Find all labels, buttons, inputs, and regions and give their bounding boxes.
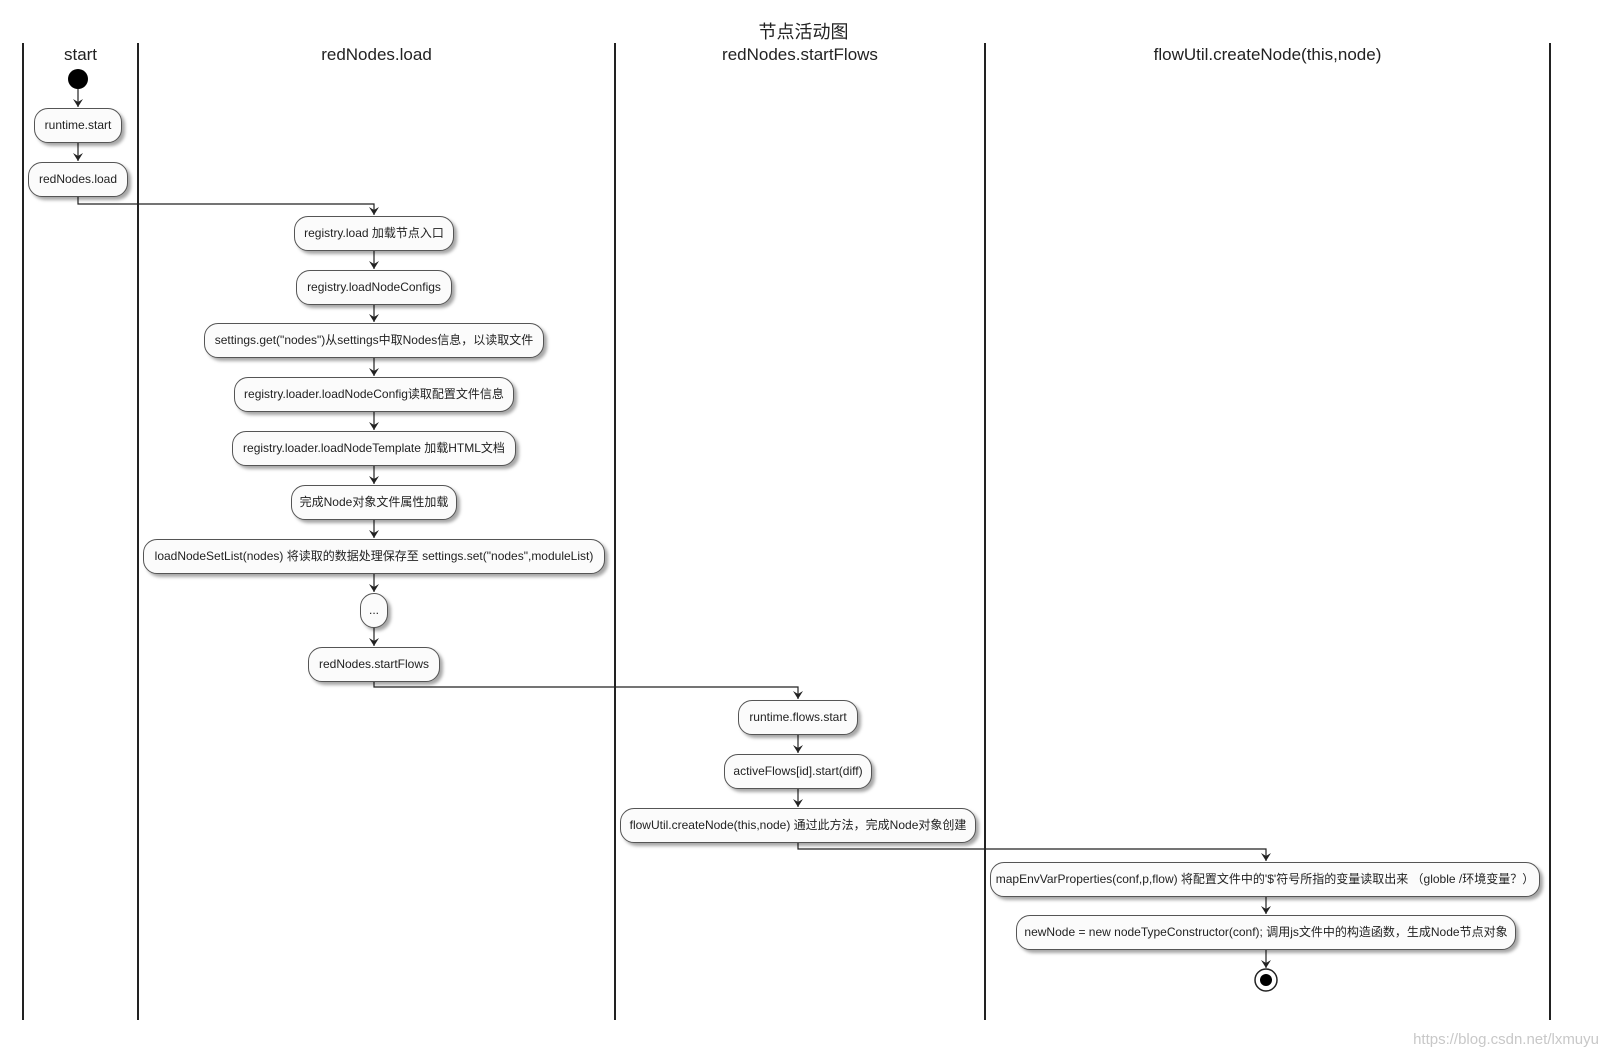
lane-border-right — [1549, 43, 1551, 1020]
activity-load-node-template: registry.loader.loadNodeTemplate 加载HTML文… — [232, 431, 516, 466]
start-node — [68, 69, 88, 89]
lane-header-rednodes-load: redNodes.load — [321, 45, 432, 64]
lane-header-rednodes-startflows: redNodes.startFlows — [722, 45, 878, 64]
watermark-text: https://blog.csdn.net/lxmuyu — [1413, 1031, 1599, 1048]
end-node-core — [1260, 974, 1272, 986]
activity-rednodes-start-flows: redNodes.startFlows — [308, 647, 440, 682]
lane-border-left — [22, 43, 24, 1020]
activity-settings-get: settings.get("nodes")从settings中取Nodes信息，… — [204, 323, 544, 358]
activity-node-props-loaded: 完成Node对象文件属性加载 — [291, 485, 457, 520]
activity-flowutil-create-node: flowUtil.createNode(this,node) 通过此方法，完成N… — [620, 808, 976, 843]
activity-load-node-set-list: loadNodeSetList(nodes) 将读取的数据处理保存至 setti… — [143, 539, 605, 574]
lane-border-3 — [984, 43, 986, 1020]
activity-active-flows-start: activeFlows[id].start(diff) — [724, 754, 872, 789]
activity-new-node: newNode = new nodeTypeConstructor(conf);… — [1016, 915, 1516, 950]
activity-runtime-flows-start: runtime.flows.start — [738, 700, 858, 735]
lane-border-2 — [614, 43, 616, 1020]
activity-load-node-config: registry.loader.loadNodeConfig读取配置文件信息 — [234, 377, 514, 412]
lane-header-flowutil-createnode: flowUtil.createNode(this,node) — [1153, 45, 1382, 64]
activity-runtime-start: runtime.start — [34, 108, 122, 143]
diagram-title: 节点活动图 — [758, 22, 849, 43]
activity-rednodes-load: redNodes.load — [28, 162, 128, 197]
activity-map-env-var-properties: mapEnvVarProperties(conf,p,flow) 将配置文件中的… — [990, 862, 1540, 897]
activity-ellipsis: ... — [360, 593, 388, 628]
activity-registry-load: registry.load 加载节点入口 — [294, 216, 454, 251]
activity-load-node-configs: registry.loadNodeConfigs — [296, 270, 452, 305]
lane-border-1 — [137, 43, 139, 1020]
lane-header-start: start — [63, 45, 98, 64]
